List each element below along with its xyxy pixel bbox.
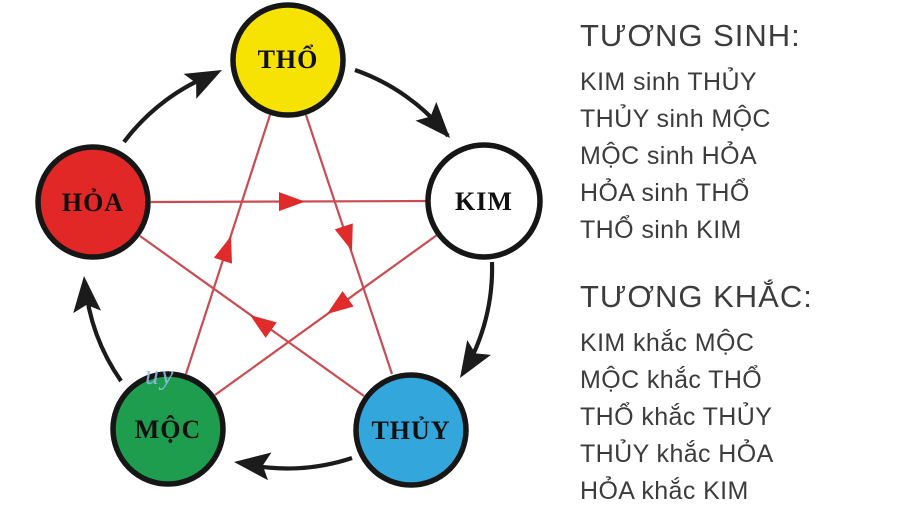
arrowhead-icon — [183, 70, 222, 99]
arrowhead-icon — [460, 340, 491, 378]
arrow-sinh-moc-to-hoa — [73, 276, 123, 383]
legend-sinh-line: HỎA sinh THỔ — [580, 179, 750, 207]
legend-sinh-line: MỘC sinh HỎA — [580, 142, 758, 170]
legend-sinh-line: THỔ sinh KIM — [580, 216, 742, 244]
legend-sinh-line: KIM sinh THỦY — [580, 68, 758, 96]
arrow-khac-tho-to-thuy — [304, 114, 394, 375]
outer-cycle-arrows — [73, 68, 495, 481]
watermark-text: uy — [145, 360, 175, 391]
arrow-khac-thuy-to-hoa — [139, 235, 365, 397]
legend-khac-line: KIM khắc MỘC — [580, 329, 755, 357]
arrowhead-icon — [415, 101, 450, 138]
node-hoa-label: HỎA — [62, 188, 124, 217]
arrow-khac-moc-to-tho — [184, 114, 272, 375]
arrow-sinh-hoa-to-tho — [122, 70, 222, 144]
node-hoa: HỎA — [35, 144, 151, 260]
arrowhead-icon — [73, 276, 102, 314]
arrow-sinh-thuy-to-moc — [234, 452, 353, 481]
legend-khac-line: THỔ khắc THỦY — [580, 403, 773, 431]
node-tho: THỔ — [230, 2, 346, 118]
node-moc: MỘC — [110, 371, 226, 487]
legend-khac-line: THỦY khắc HỎA — [580, 440, 774, 468]
arrowhead-icon — [250, 315, 277, 338]
legend-panel: TƯƠNG SINH: KIM sinh THỦY THỦY sinh MỘC … — [580, 10, 910, 510]
node-kim: KIM — [425, 142, 543, 260]
arrowhead-icon — [334, 223, 353, 251]
arrow-sinh-kim-to-thuy — [460, 261, 495, 378]
node-thuy-label: THỦY — [371, 416, 450, 445]
five-elements-diagram: THỔ HỎA KIM MỘC THỦY uy — [35, 2, 543, 488]
legend-sinh-line: THỦY sinh MỘC — [580, 105, 771, 133]
node-tho-label: THỔ — [258, 45, 319, 74]
node-kim-label: KIM — [455, 187, 513, 216]
arrowhead-icon — [279, 192, 305, 212]
legend-section-khac: TƯƠNG KHẮC: KIM khắc MỘC MỘC khắc THỔ TH… — [580, 279, 910, 510]
arrow-khac-hoa-to-kim — [150, 192, 428, 212]
arrow-khac-kim-to-moc — [214, 234, 438, 396]
arrowhead-icon — [327, 291, 354, 314]
arrowhead-icon — [213, 236, 233, 264]
inner-cycle-arrows — [139, 114, 438, 397]
legend-sinh-title: TƯƠNG SINH: — [580, 18, 801, 53]
legend-khac-line: HỎA khắc KIM — [580, 477, 749, 505]
element-nodes: THỔ HỎA KIM MỘC THỦY — [35, 2, 543, 488]
node-moc-label: MỘC — [135, 415, 202, 444]
legend-section-sinh: TƯƠNG SINH: KIM sinh THỦY THỦY sinh MỘC … — [580, 18, 910, 249]
arrowhead-icon — [234, 452, 272, 481]
legend-khac-title: TƯƠNG KHẮC: — [580, 279, 813, 314]
legend-khac-line: MỘC khắc THỔ — [580, 366, 763, 394]
arrow-sinh-tho-to-kim — [354, 68, 450, 138]
node-thuy: THỦY — [353, 372, 469, 488]
